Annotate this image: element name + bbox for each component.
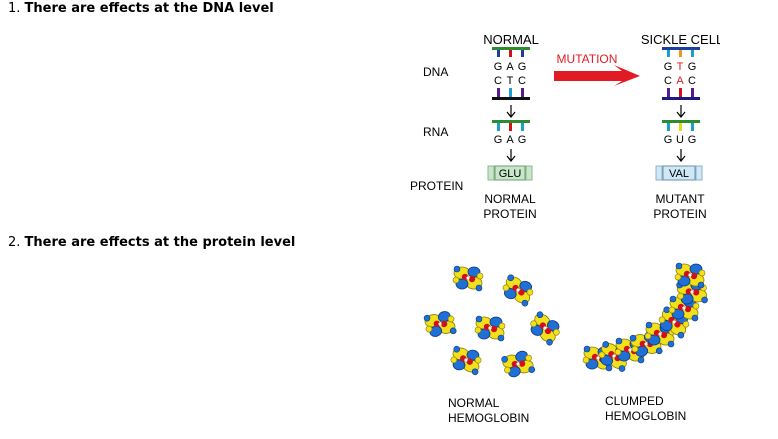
dna-tick [509,50,512,57]
dna-top-strand [492,47,530,50]
rna-base: U [676,134,684,146]
rna-tick [521,123,524,131]
dna-tick [691,88,694,97]
rna-base: A [506,134,514,146]
dna-bottom-strand [492,97,530,100]
hemoglobin-molecule [499,347,538,382]
clumped-hemoglobin-group [582,262,710,373]
clumped-hemoglobin-caption: CLUMPED [605,394,664,408]
dna-tick [509,88,512,97]
down-arrow-head [506,155,516,162]
dna-base: C [664,75,672,87]
dna-base: G [664,61,673,73]
rna-tick [667,123,670,131]
dna-base: G [518,61,527,73]
normal-column: NORMAL G A G C T C G A G GLU NORMAL P [483,32,539,221]
dna-tick [667,88,670,97]
dna-tick [667,50,670,57]
rna-base: G [664,134,673,146]
normal-hemoglobin-group [421,265,565,382]
dna-mutation-diagram: DNA RNA PROTEIN NORMAL G A G C T C G A G [410,32,720,221]
clumped-hemoglobin-caption: HEMOGLOBIN [605,409,686,423]
protein-row-label: PROTEIN [410,179,463,193]
down-arrow-head [676,111,686,118]
mutation-label: MUTATION [557,52,618,66]
list-item-dna-effects: 1. There are effects at the DNA level [8,1,274,16]
amino-acid-label: GLU [499,168,522,180]
mutation-arrow [554,65,640,86]
rna-base: G [518,134,527,146]
amino-box-side [487,165,495,181]
normal-protein-caption: NORMAL [484,192,536,206]
list-text: There are effects at the DNA level [24,1,274,16]
rna-tick [509,123,512,131]
hemoglobin-diagram: NORMAL HEMOGLOBIN CLUMPED HEMOGLOBIN [421,262,710,425]
rna-strand [662,120,700,123]
amino-acid-box [494,165,526,181]
amino-box-side [695,165,703,181]
list-item-protein-effects: 2. There are effects at the protein leve… [8,235,295,250]
dna-base: C [494,75,502,87]
dna-tick [691,50,694,57]
dna-base: T [507,75,514,87]
dna-tick [497,88,500,97]
list-text: There are effects at the protein level [24,235,296,250]
hemoglobin-molecule [474,315,506,342]
dna-top-strand [662,47,700,50]
amino-box-side [655,165,663,181]
amino-box-side [525,165,533,181]
dna-base: C [688,75,696,87]
hemoglobin-molecule [448,345,484,376]
dna-tick [679,50,682,57]
hemoglobin-molecule [674,262,706,289]
dna-base: G [688,61,697,73]
dna-tick [521,88,524,97]
hemoglobin-molecule [525,309,565,348]
list-number: 2. [8,235,21,250]
down-arrow-head [676,155,686,162]
hemoglobin-molecule [421,308,459,341]
dna-base: G [494,61,503,73]
normal-hemoglobin-caption: HEMOGLOBIN [448,411,529,425]
normal-protein-caption: PROTEIN [483,207,536,221]
mutant-protein-caption: PROTEIN [653,207,706,221]
dna-bottom-strand [662,97,700,100]
mutant-column: SICKLE CELL G T G C A C G U G VAL MUTANT… [641,32,720,221]
rna-base: G [688,134,697,146]
rna-tick [691,123,694,131]
mutant-title: SICKLE CELL [641,32,720,47]
dna-tick [497,50,500,57]
mutant-protein-caption: MUTANT [655,192,705,206]
down-arrow-head [506,111,516,118]
dna-base: A [506,61,514,73]
dna-row-label: DNA [423,65,448,79]
amino-acid-box [662,165,696,181]
hemoglobin-molecule [452,265,484,292]
amino-acid-label: VAL [669,168,689,180]
rna-tick [497,123,500,131]
list-number: 1. [8,1,21,16]
dna-tick [521,50,524,57]
dna-tick [679,88,682,97]
rna-strand [492,120,530,123]
hemoglobin-molecule [498,273,537,308]
rna-row-label: RNA [423,125,448,139]
rna-base: G [494,134,503,146]
dna-base-mutated: A [676,75,684,87]
normal-hemoglobin-caption: NORMAL [448,396,500,410]
dna-base: C [518,75,526,87]
rna-tick [679,123,682,131]
dna-base-mutated: T [677,61,684,73]
normal-title: NORMAL [483,32,539,47]
